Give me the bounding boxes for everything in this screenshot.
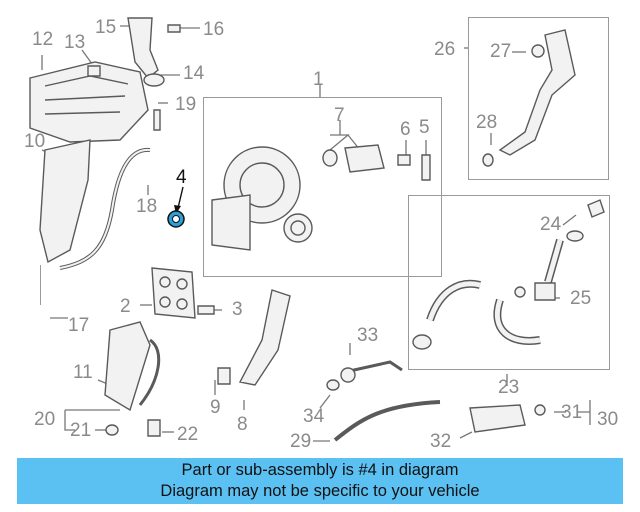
callout-17[interactable]: 17 [68, 315, 90, 336]
callout-33[interactable]: 33 [357, 325, 379, 346]
callout-28[interactable]: 28 [476, 112, 498, 133]
callout-18[interactable]: 18 [136, 196, 158, 217]
callout-25[interactable]: 25 [570, 288, 592, 309]
oil-line-group-box [468, 17, 609, 180]
callout-5[interactable]: 5 [419, 117, 430, 138]
callout-27[interactable]: 27 [490, 41, 512, 62]
callout-3[interactable]: 3 [232, 299, 243, 320]
heat-shield-group-box [40, 265, 42, 305]
callout-22[interactable]: 22 [177, 424, 199, 445]
callout-11[interactable]: 11 [73, 362, 93, 383]
callout-16[interactable]: 16 [203, 19, 225, 40]
callout-19[interactable]: 19 [175, 94, 197, 115]
callout-24[interactable]: 24 [540, 214, 562, 235]
callout-7[interactable]: 7 [334, 105, 345, 126]
callout-14[interactable]: 14 [183, 63, 205, 84]
callout-30[interactable]: 30 [597, 409, 619, 430]
callout-1[interactable]: 1 [313, 69, 324, 90]
callout-26[interactable]: 26 [434, 39, 456, 60]
callout-9[interactable]: 9 [210, 397, 221, 418]
callout-29[interactable]: 29 [290, 431, 312, 452]
callout-12[interactable]: 12 [32, 29, 54, 50]
callout-20[interactable]: 20 [34, 409, 56, 430]
banner-part-line: Part or sub-assembly is #4 in diagram [181, 461, 459, 479]
part-4-highlight [167, 210, 185, 228]
callout-32[interactable]: 32 [430, 431, 452, 452]
callout-13[interactable]: 13 [64, 32, 86, 53]
callout-21[interactable]: 21 [70, 420, 92, 441]
callout-31[interactable]: 31 [561, 402, 583, 423]
callout-34[interactable]: 34 [303, 406, 325, 427]
callout-10[interactable]: 10 [24, 131, 46, 152]
banner-disclaimer-line: Diagram may not be specific to your vehi… [160, 482, 480, 500]
callout-4[interactable]: 4 [176, 167, 187, 188]
callout-8[interactable]: 8 [237, 414, 248, 435]
coolant-hose-group-box [408, 195, 610, 370]
callout-2[interactable]: 2 [120, 296, 131, 317]
callout-6[interactable]: 6 [400, 119, 411, 140]
turbocharger-group-box [203, 97, 442, 277]
callout-23[interactable]: 23 [498, 377, 520, 398]
callout-15[interactable]: 15 [95, 17, 117, 38]
info-banner: Part or sub-assembly is #4 in diagram Di… [17, 458, 623, 504]
parts-diagram [29, 17, 605, 442]
